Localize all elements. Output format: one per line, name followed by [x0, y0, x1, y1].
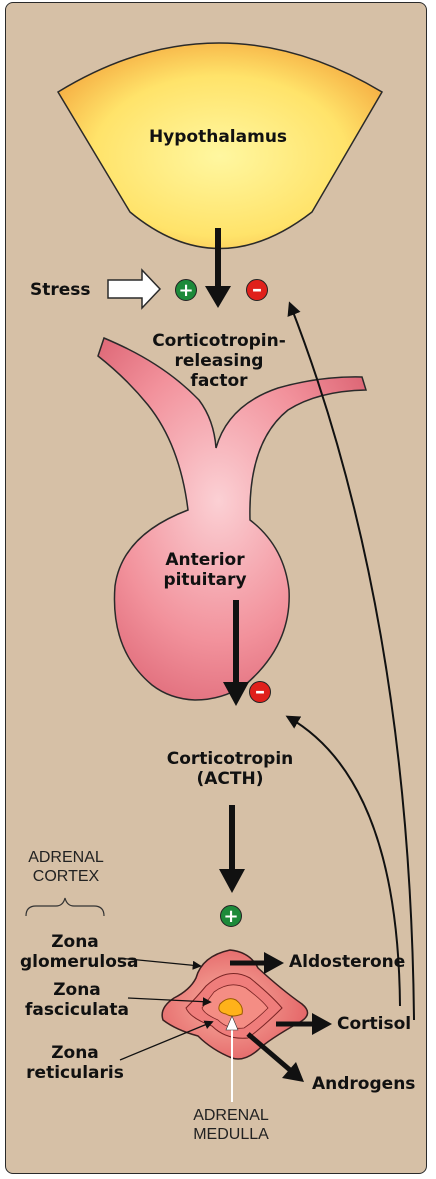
acth-label: Corticotropin (ACTH) [140, 749, 320, 789]
zona-fasciculata-label: Zona fasciculata [22, 980, 132, 1020]
zona-glomerulosa-label: Zona glomerulosa [20, 932, 130, 972]
stimulate-plus-icon: + [220, 905, 242, 927]
arrow-to-androgens [248, 1034, 304, 1082]
inhibit-minus-icon: – [249, 681, 271, 703]
stimulate-plus-icon: + [175, 279, 197, 301]
hypothalamus-label: Hypothalamus [108, 127, 328, 147]
aldosterone-label: Aldosterone [289, 952, 419, 972]
pointer-reticularis [120, 1022, 212, 1060]
anterior-pituitary-label: Anterior pituitary [130, 550, 280, 590]
adrenal-medulla-caption: ADRENAL MEDULLA [176, 1106, 286, 1144]
stress-label: Stress [30, 280, 110, 300]
inhibit-minus-icon: – [246, 279, 268, 301]
arrow-acth-to-adrenal [219, 805, 245, 893]
adrenal-cortex-caption: ADRENAL CORTEX [12, 848, 120, 886]
cortisol-label: Cortisol [337, 1014, 417, 1034]
androgens-label: Androgens [312, 1074, 422, 1094]
feedback-to-hypothalamus [290, 304, 414, 1020]
stress-arrow [108, 270, 160, 308]
pituitary-shape [98, 338, 366, 700]
zona-reticularis-label: Zona reticularis [20, 1043, 130, 1083]
crf-label: Corticotropin- releasing factor [134, 331, 304, 391]
adrenal-cortex-brace [26, 898, 104, 916]
